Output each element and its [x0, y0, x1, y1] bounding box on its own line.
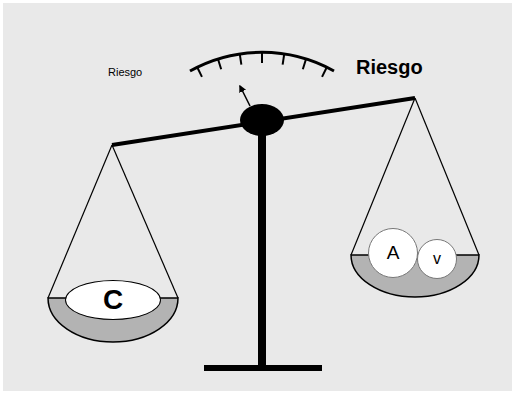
gauge-pointer: [240, 86, 250, 106]
gauge-label: Riesgo: [356, 56, 423, 79]
stand-pole: [258, 120, 266, 368]
gauge-tick: [240, 54, 242, 65]
weight-letter: C: [103, 284, 123, 316]
gauge-tick: [197, 67, 202, 77]
scale-beam: [112, 98, 415, 145]
gauge-arc: [190, 52, 334, 71]
pan-string: [48, 145, 112, 298]
gauge-tick: [322, 67, 327, 77]
weight-circle: A: [368, 228, 418, 278]
gauge-ticks: [197, 52, 327, 77]
gauge-tick: [283, 54, 285, 65]
connector-layer: [3, 3, 512, 391]
weight-letter: A: [387, 242, 400, 264]
stand-base: [204, 365, 322, 371]
weight-ellipse: C: [65, 280, 161, 320]
pan-string: [415, 98, 479, 255]
gauge-label: Riesgo: [108, 66, 142, 78]
pan-string: [112, 145, 178, 298]
background-panel: C Av Riesgo Riesgo: [3, 3, 512, 391]
weight-circle: v: [417, 239, 457, 279]
gauge-tick: [303, 59, 306, 70]
gauge-tick: [218, 59, 221, 70]
gauge-tick: [261, 52, 263, 63]
weight-letter: v: [433, 250, 441, 268]
scale-illustration: [3, 3, 512, 391]
pivot: [240, 104, 284, 136]
